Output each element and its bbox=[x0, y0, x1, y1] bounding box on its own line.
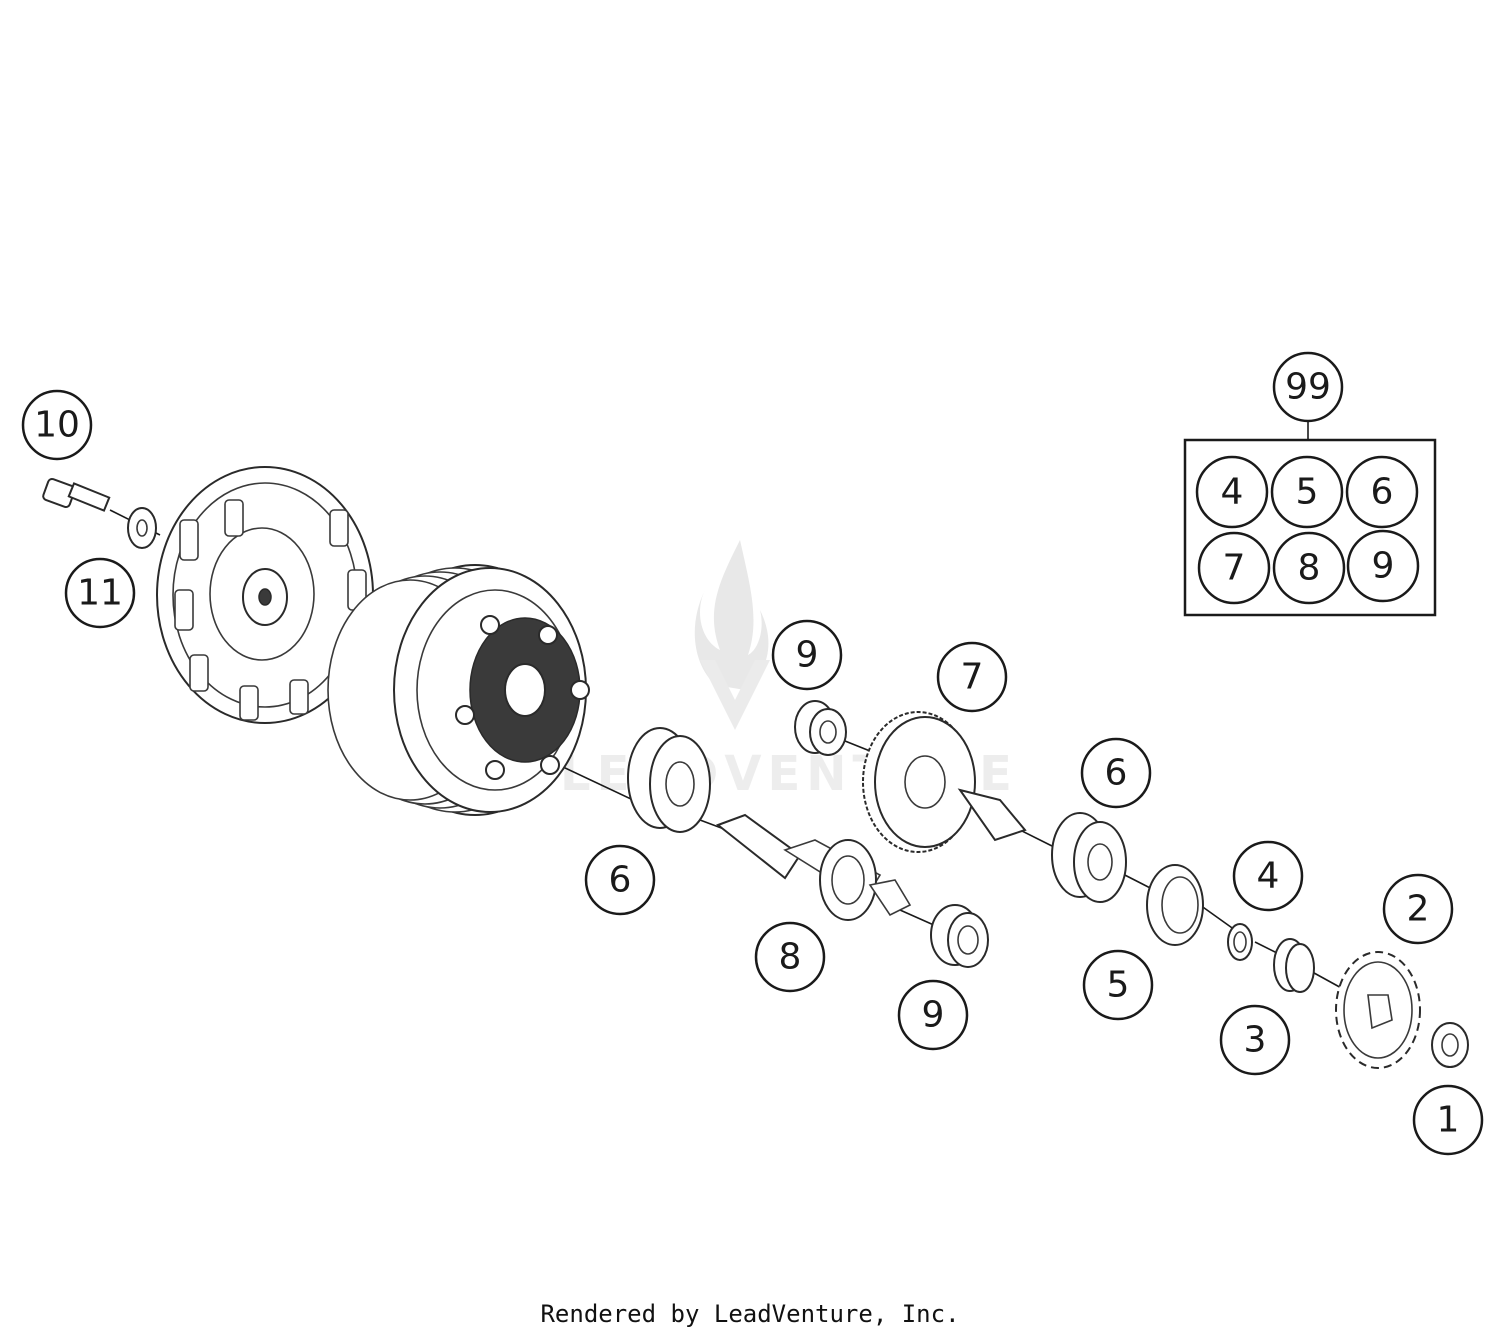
washer-part bbox=[127, 507, 157, 549]
bearing-left-part bbox=[627, 727, 711, 833]
spacer-part bbox=[1273, 938, 1315, 993]
callout-6-left[interactable]: 6 bbox=[584, 844, 656, 916]
kit-item-7[interactable]: 7 bbox=[1197, 531, 1271, 605]
sprocket-part bbox=[1335, 951, 1421, 1069]
bearing-right-part bbox=[1051, 812, 1127, 903]
seal-part bbox=[1146, 864, 1204, 946]
kit-item-6[interactable]: 6 bbox=[1345, 455, 1419, 529]
callout-2[interactable]: 2 bbox=[1382, 873, 1454, 945]
shaft-part bbox=[715, 813, 912, 921]
kit-item-4[interactable]: 4 bbox=[1195, 455, 1269, 529]
kit-item-8[interactable]: 8 bbox=[1272, 531, 1346, 605]
kit-item-8-label: 8 bbox=[1298, 548, 1321, 589]
nut-part bbox=[1431, 1022, 1469, 1068]
clutch-basket-part bbox=[156, 466, 374, 724]
callout-6-right-label: 6 bbox=[1105, 753, 1128, 794]
callout-10[interactable]: 10 bbox=[21, 389, 93, 461]
kit-item-9-label: 9 bbox=[1372, 546, 1395, 587]
clutch-pack-part bbox=[327, 564, 590, 816]
callout-11[interactable]: 11 bbox=[64, 557, 136, 629]
footer-credit: Rendered by LeadVenture, Inc. bbox=[540, 1300, 960, 1328]
callout-7[interactable]: 7 bbox=[936, 641, 1008, 713]
kit-item-9[interactable]: 9 bbox=[1346, 529, 1420, 603]
callout-8-label: 8 bbox=[779, 937, 802, 978]
callout-3-label: 3 bbox=[1244, 1020, 1267, 1061]
callout-99-label: 99 bbox=[1285, 367, 1331, 408]
callout-6-left-label: 6 bbox=[609, 860, 632, 901]
callout-9-upper[interactable]: 9 bbox=[771, 619, 843, 691]
callout-4-label: 4 bbox=[1257, 856, 1280, 897]
callout-1-label: 1 bbox=[1437, 1100, 1460, 1141]
kit-item-4-label: 4 bbox=[1221, 472, 1244, 513]
callout-6-right[interactable]: 6 bbox=[1080, 737, 1152, 809]
kit-item-6-label: 6 bbox=[1371, 472, 1394, 513]
callout-7-label: 7 bbox=[961, 657, 984, 698]
callout-5-label: 5 bbox=[1107, 965, 1130, 1006]
callout-9-lower-label: 9 bbox=[922, 995, 945, 1036]
callout-2-label: 2 bbox=[1407, 889, 1430, 930]
callout-4[interactable]: 4 bbox=[1232, 840, 1304, 912]
callout-99[interactable]: 99 bbox=[1272, 351, 1344, 423]
bearing-upper-part bbox=[794, 700, 847, 756]
callout-10-label: 10 bbox=[34, 405, 80, 446]
bolt-part bbox=[42, 478, 111, 512]
gear-part bbox=[862, 711, 1027, 853]
bearing-lower-part bbox=[930, 904, 989, 968]
callout-11-label: 11 bbox=[77, 573, 123, 614]
callout-1[interactable]: 1 bbox=[1412, 1084, 1484, 1156]
kit-item-5-label: 5 bbox=[1296, 472, 1319, 513]
callout-8[interactable]: 8 bbox=[754, 921, 826, 993]
callout-9-lower[interactable]: 9 bbox=[897, 979, 969, 1051]
kit-item-7-label: 7 bbox=[1223, 548, 1246, 589]
callout-3[interactable]: 3 bbox=[1219, 1004, 1291, 1076]
o-ring-part bbox=[1227, 923, 1253, 961]
kit-item-5[interactable]: 5 bbox=[1270, 455, 1344, 529]
callout-5[interactable]: 5 bbox=[1082, 949, 1154, 1021]
callout-9-upper-label: 9 bbox=[796, 635, 819, 676]
